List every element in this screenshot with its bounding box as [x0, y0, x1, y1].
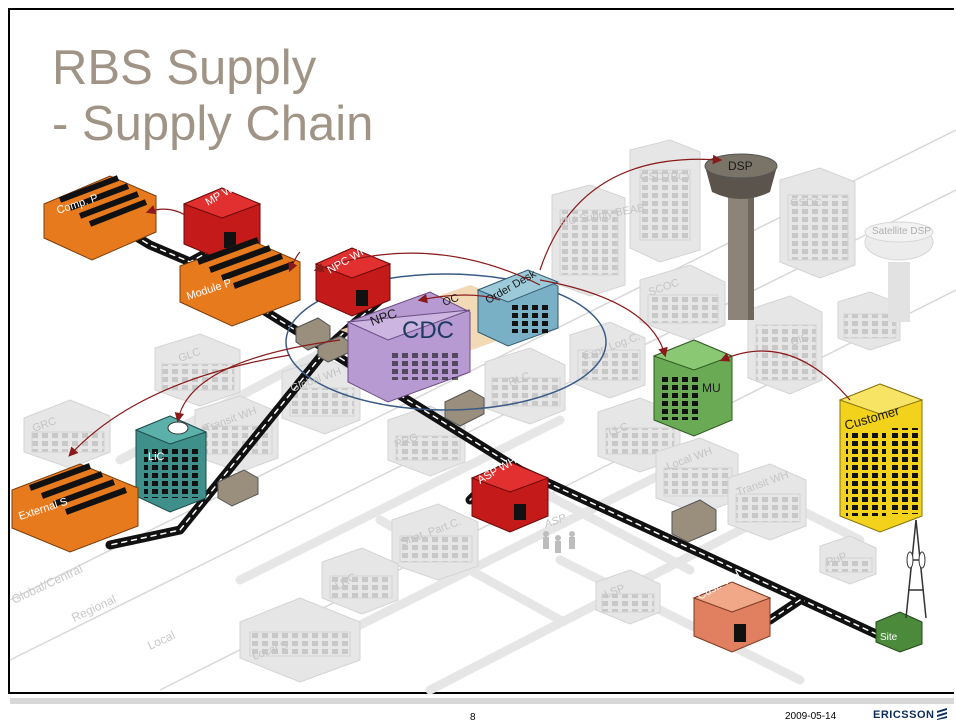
ghost-rlc [484, 347, 566, 425]
mp-wh-building [182, 187, 262, 261]
module-p-factory [179, 237, 301, 327]
npc-wh-building [314, 247, 392, 317]
title-line-1: RBS Supply [52, 41, 317, 95]
label-site: Site [880, 632, 898, 643]
slide-frame-top [8, 8, 954, 10]
ghost-gsdc [779, 167, 856, 279]
asp-wh-building [470, 461, 550, 533]
truck-3 [444, 389, 485, 427]
ericsson-logo-icon [937, 708, 947, 720]
dsp-tower [704, 153, 778, 320]
label-gsd: GSD (PC) [640, 171, 690, 183]
page-number: 8 [470, 712, 476, 723]
npc-building [346, 291, 471, 403]
ghost-local-s [239, 597, 361, 683]
ghost-buildings [23, 139, 901, 683]
external-s-factory [11, 463, 139, 553]
ghost-local-wh [655, 437, 739, 515]
ghost-lsp [595, 569, 661, 625]
zone-label-regional: Regional [69, 592, 118, 625]
slide-date: 2009-05-14 [785, 711, 837, 722]
ghost-strat-part [391, 503, 479, 581]
ghost-mu-supply [551, 184, 626, 297]
brand-name: ERICSSON [873, 709, 935, 721]
ghost-pup [819, 535, 877, 585]
lic-building [134, 415, 208, 513]
zone-label-global: Global/Central [9, 562, 84, 607]
ghost-express [569, 321, 646, 399]
truck-4 [217, 469, 259, 507]
flow-arrows [68, 154, 851, 457]
asp-people-icon [543, 531, 575, 553]
ghost-gsd [629, 139, 701, 263]
label-oc: OC [441, 292, 461, 309]
truck-5 [671, 499, 717, 543]
ghost-transit-wh-2 [727, 463, 807, 541]
slide-title: RBS Supply - Supply Chain [52, 40, 373, 152]
site-building [875, 519, 927, 653]
ghost-scoc [639, 264, 726, 341]
label-satellite-dsp: Satellite DSP [872, 226, 931, 237]
ghost-lrc [321, 547, 399, 615]
slide-frame [8, 10, 954, 694]
label-mu: MU [702, 381, 721, 395]
ghost-glc [154, 333, 241, 407]
title-line-2: - Supply Chain [52, 97, 374, 151]
footer-bar [10, 698, 954, 704]
cust-wh-building [692, 581, 772, 653]
label-lic: LiC [148, 451, 165, 463]
mu-building [652, 339, 734, 437]
ghost-cic [747, 295, 823, 395]
order-desk-building [476, 269, 560, 347]
zone-label-local: Local [145, 628, 177, 653]
satellite-dsp-tower [864, 221, 934, 322]
comp-p-factory [43, 175, 157, 261]
label-dsp: DSP [728, 159, 753, 173]
trucks [217, 317, 717, 543]
label-cdc: CDC [402, 317, 454, 344]
ghost-grc [23, 399, 111, 469]
label-gsdc: GSDC [790, 197, 822, 209]
cdc-ring [285, 273, 607, 411]
ghost-satellite-annex [837, 291, 901, 351]
customer-building [838, 383, 924, 533]
